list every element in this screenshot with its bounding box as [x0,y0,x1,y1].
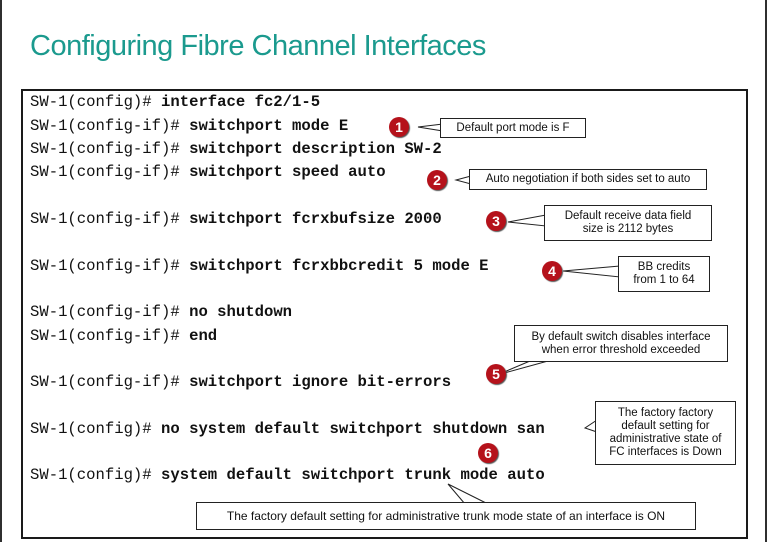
callout-auto-negotiation: Auto negotiation if both sides set to au… [469,169,707,190]
step-badge-5: 5 [486,364,506,384]
step-badge-3: 3 [486,211,506,231]
cli-line: SW-1(config-if)# switchport fcrxbbcredit… [30,257,489,275]
cli-line: SW-1(config-if)# switchport fcrxbufsize … [30,210,442,228]
step-badge-2: 2 [427,170,447,190]
step-badge-6: 6 [478,443,498,463]
cli-line: SW-1(config-if)# end [30,327,218,345]
callout-pointer-7 [447,483,489,505]
cli-line: SW-1(config)# interface fc2/1-5 [30,93,321,111]
callout-pointer-4 [562,265,621,278]
callout-trunk-mode-on: The factory default setting for administ… [196,502,696,530]
cli-line: SW-1(config-if)# switchport ignore bit-e… [30,373,452,391]
step-badge-1: 1 [389,117,409,137]
callout-default-port-mode: Default port mode is F [440,118,586,138]
cli-line: SW-1(config-if)# switchport mode E [30,117,349,135]
slide-title: Configuring Fibre Channel Interfaces [30,30,486,62]
cli-line: SW-1(config-if)# switchport description … [30,140,442,158]
cli-line: SW-1(config)# no system default switchpo… [30,420,545,438]
cli-line: SW-1(config-if)# no shutdown [30,303,293,321]
cli-line: SW-1(config-if)# switchport speed auto [30,163,386,181]
callout-pointer-3 [507,214,547,227]
cli-line: SW-1(config)# system default switchport … [30,466,545,484]
step-badge-4: 4 [542,261,562,281]
